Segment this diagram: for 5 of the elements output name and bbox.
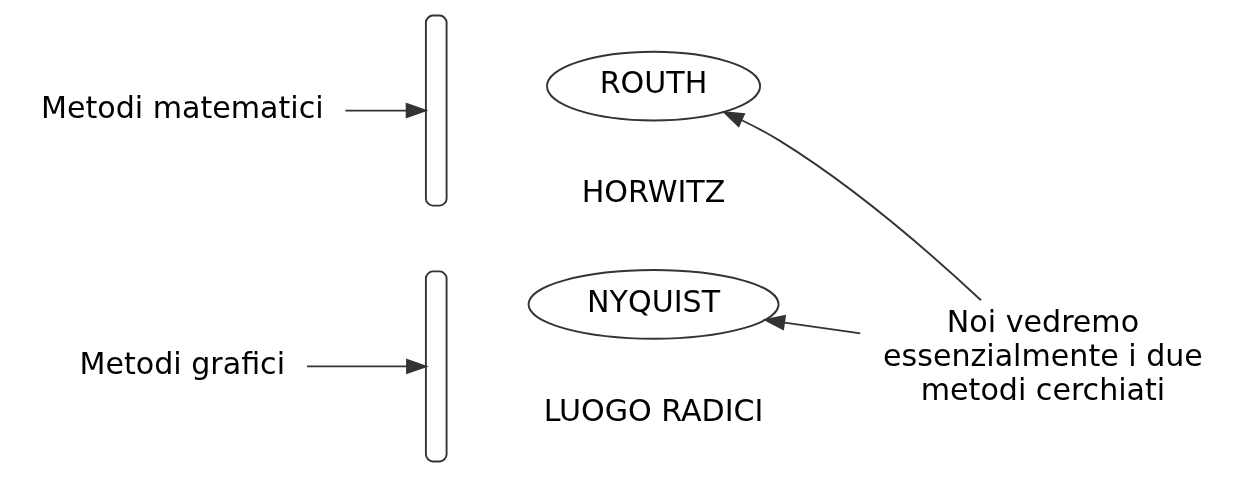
label: HORWITZ [581,174,726,210]
node-text: Metodi grafici [79,345,286,381]
node-text: Noi vedremo essenzialmente i due metodi cerchiati [883,304,1203,407]
node-text: Metodi matematici [40,89,324,125]
label: LUOGO RADICI [543,392,764,428]
